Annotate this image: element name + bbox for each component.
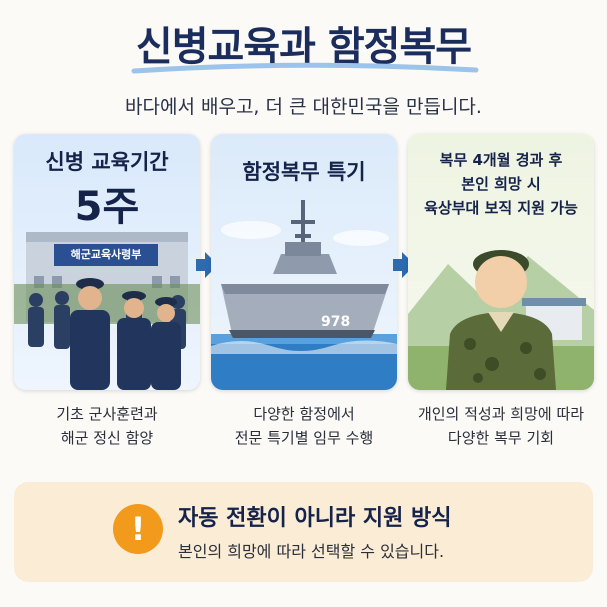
card-description: 기초 군사훈련과 해군 정신 함양	[7, 402, 207, 450]
card-title: 함정복무 특기	[242, 160, 366, 184]
page-subtitle: 바다에서 배우고, 더 큰 대한민국을 만듭니다.	[125, 96, 482, 118]
hull-number: 978	[321, 314, 351, 330]
soldier-illustration	[408, 250, 594, 390]
description-line: 다양한 복무 기회	[447, 429, 555, 447]
card-land-assignment: 복무 4개월 경과 후 본인 희망 시 육상부대 보직 지원 가능	[408, 134, 594, 390]
exclamation-icon: !	[113, 504, 163, 554]
card-description: 개인의 적성과 희망에 따라 다양한 복무 기회	[401, 402, 601, 450]
card-title: 복무 4개월 경과 후 본인 희망 시 육상부대 보직 지원 가능	[408, 148, 594, 220]
description-line: 개인의 적성과 희망에 따라	[417, 405, 585, 423]
training-illustration	[14, 232, 200, 390]
notice-box: ! 자동 전환이 아니라 지원 방식 본인의 희망에 따라 선택할 수 있습니다…	[14, 482, 593, 582]
card-title: 신병 교육기간	[45, 150, 169, 174]
warship-illustration	[211, 200, 397, 390]
card-ship-service: 함정복무 특기 978	[211, 134, 397, 390]
title-underline	[131, 62, 479, 74]
arrow-right-icon	[393, 252, 415, 278]
description-line: 해군 정신 함양	[60, 429, 154, 447]
notice-text: 본인의 희망에 따라 선택할 수 있습니다.	[178, 542, 445, 561]
description-line: 다양한 함정에서	[253, 405, 355, 423]
description-line: 기초 군사훈련과	[56, 405, 158, 423]
card-description: 다양한 함정에서 전문 특기별 임무 수행	[204, 402, 404, 450]
page-title: 신병교육과 함정복무	[135, 24, 472, 70]
training-weeks: 5주	[74, 184, 140, 230]
description-line: 전문 특기별 임무 수행	[234, 429, 374, 447]
card-title-line: 육상부대 보직 지원 가능	[424, 199, 578, 217]
building-sign: 해군교육사령부	[70, 248, 142, 261]
card-title-line: 본인 희망 시	[461, 175, 541, 193]
notice-heading: 자동 전환이 아니라 지원 방식	[178, 506, 452, 531]
arrow-right-icon	[196, 252, 218, 278]
card-training-period: 신병 교육기간 5주 해군교육사령부	[14, 134, 200, 390]
card-title-line: 복무 4개월 경과 후	[439, 151, 563, 169]
